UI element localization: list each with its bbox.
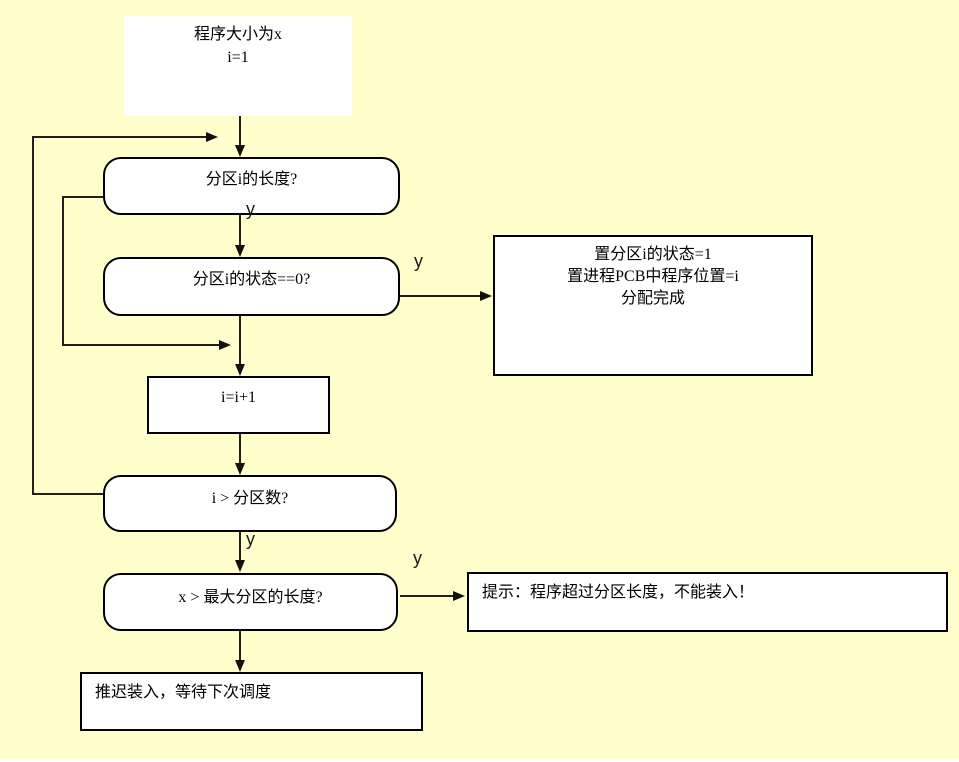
connector-loop-inner-vertical <box>62 196 64 346</box>
arrowhead-down-icon <box>235 364 245 376</box>
edge-label-y: y <box>414 251 423 271</box>
process-hint-cannot-load: 提示：程序超过分区长度，不能装入！ <box>467 572 948 632</box>
decision-partition-count: i > 分区数? <box>103 475 397 532</box>
connector-status-to-increment <box>239 316 241 365</box>
arrowhead-down-icon <box>235 560 245 572</box>
decision-partition-length-label: 分区i的长度? <box>205 171 298 188</box>
process-defer-loading: 推迟装入，等待下次调度 <box>80 672 423 731</box>
decision-partition-length: 分区i的长度? <box>103 157 400 215</box>
assign-line1: 置分区i的状态=1 <box>594 246 712 263</box>
connector-loop-outer-vertical <box>32 136 34 495</box>
arrowhead-down-icon <box>235 660 245 672</box>
decision-partition-count-label: i > 分区数? <box>211 490 289 507</box>
edge-label-y: y <box>246 529 255 549</box>
decision-max-partition-length: x > 最大分区的长度? <box>103 573 398 631</box>
process-increment-i: i=i+1 <box>147 376 330 434</box>
connector-maxlen-to-defer <box>239 631 241 661</box>
start-node-line2: i=1 <box>227 49 249 66</box>
decision-partition-status-label: 分区i的状态==0? <box>192 271 311 288</box>
process-defer-loading-label: 推迟装入，等待下次调度 <box>95 684 272 701</box>
start-node-line1: 程序大小为x <box>193 26 282 43</box>
decision-max-partition-length-label: x > 最大分区的长度? <box>178 589 323 606</box>
arrowhead-right-icon <box>480 291 492 301</box>
arrowhead-down-icon <box>235 145 245 157</box>
arrowhead-right-icon <box>206 132 218 142</box>
arrowhead-right-icon <box>453 591 465 601</box>
edge-label-y: y <box>413 548 422 568</box>
decision-partition-status: 分区i的状态==0? <box>103 257 400 316</box>
connector-status-to-assign <box>400 295 482 297</box>
connector-loop-inner-bottom <box>62 344 220 346</box>
slide-bottom-edge <box>0 759 959 762</box>
arrowhead-right-icon <box>219 340 231 350</box>
connector-loop-inner-top <box>62 196 103 198</box>
arrowhead-down-icon <box>235 245 245 257</box>
edge-label-y: y <box>246 199 255 219</box>
assign-line2: 置进程PCB中程序位置=i <box>567 268 739 285</box>
assign-line3: 分配完成 <box>620 290 685 307</box>
connector-loop-outer-bottom <box>32 493 103 495</box>
connector-length-to-status <box>239 215 241 246</box>
connector-increment-to-count <box>239 434 241 464</box>
connector-maxlen-to-hint <box>400 595 454 597</box>
connector-count-to-maxlen <box>239 532 241 561</box>
connector-loop-outer-top <box>32 136 207 138</box>
arrowhead-down-icon <box>235 463 245 475</box>
start-node: 程序大小为x i=1 <box>124 16 352 116</box>
process-increment-i-label: i=i+1 <box>221 389 256 406</box>
connector-start-to-length <box>239 116 241 148</box>
process-hint-cannot-load-label: 提示：程序超过分区长度，不能装入！ <box>482 584 755 601</box>
process-assign-partition: 置分区i的状态=1 置进程PCB中程序位置=i 分配完成 <box>493 235 813 376</box>
